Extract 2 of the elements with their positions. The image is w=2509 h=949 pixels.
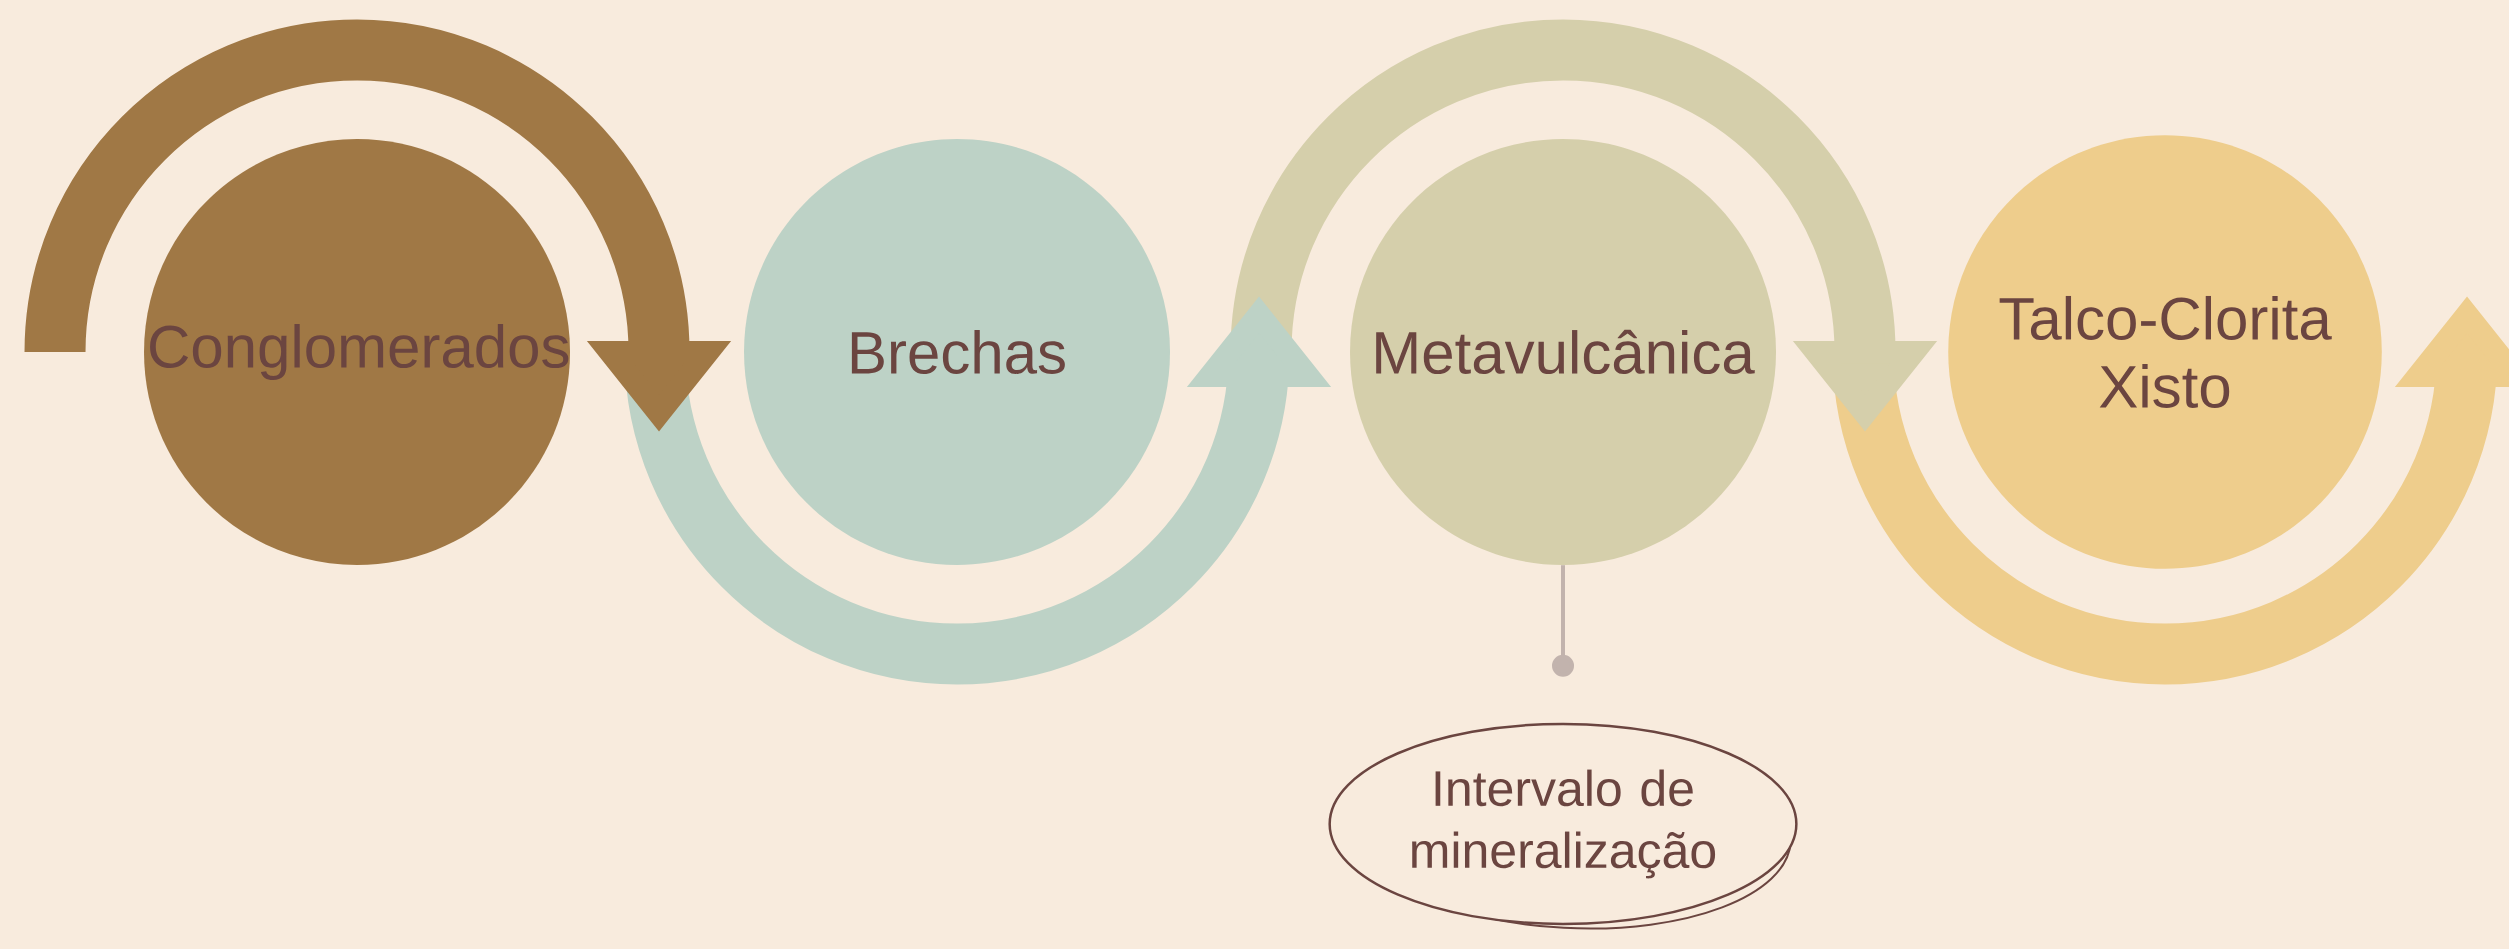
leader-line — [1552, 565, 1574, 677]
node-label: Intervalo de mineralização — [1412, 769, 1716, 879]
